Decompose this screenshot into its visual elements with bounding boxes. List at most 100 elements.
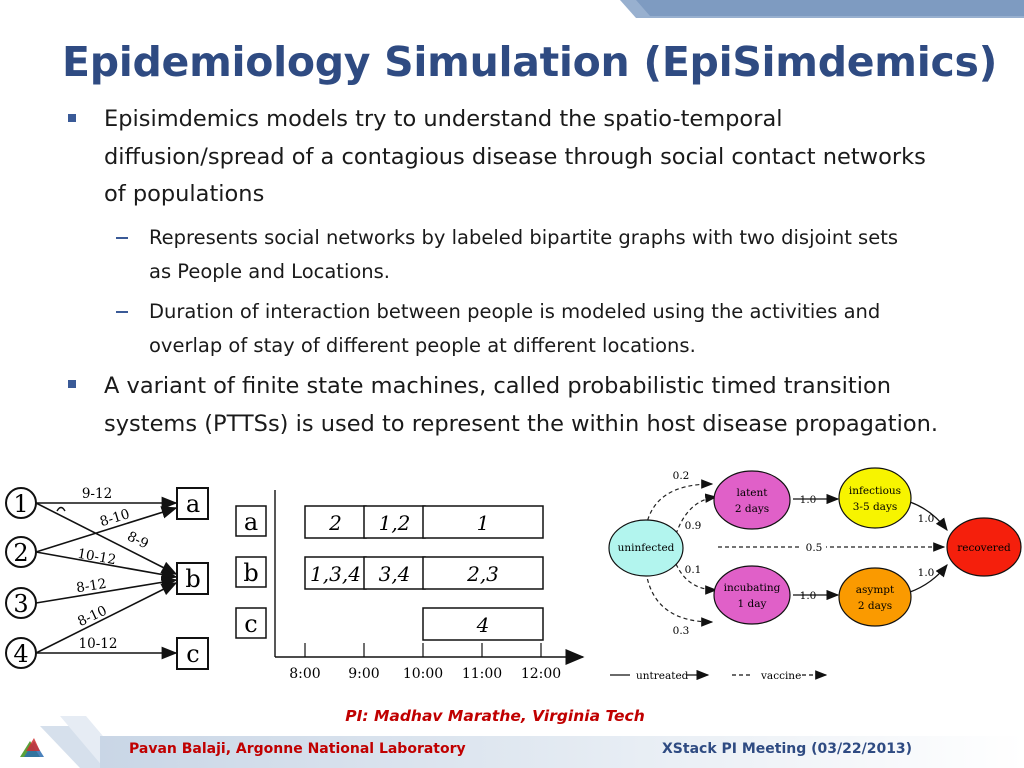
state-recovered: recovered xyxy=(946,517,1022,577)
slide-title: Epidemiology Simulation (EpiSimdemics) xyxy=(62,38,998,86)
prob-label: 1.0 xyxy=(800,590,817,602)
edge-label: 8-10 xyxy=(75,603,109,630)
prob-label: 0.2 xyxy=(673,470,690,482)
state-label: asympt xyxy=(856,584,895,596)
location-label: b xyxy=(185,565,200,593)
prob-label: 0.3 xyxy=(673,625,690,637)
person-label: 3 xyxy=(13,590,28,618)
person-label: 2 xyxy=(13,539,28,567)
edge-3-b xyxy=(35,576,178,604)
edge-label: 8-12 xyxy=(75,576,107,597)
time-tick-label: 9:00 xyxy=(348,666,379,682)
sub-bullet-2: Duration of interaction between people i… xyxy=(149,295,979,362)
bullet-2-line-1: A variant of finite state machines, call… xyxy=(104,373,892,399)
sub-bullet-marker xyxy=(116,237,128,239)
sub-bullet-1: Represents social networks by labeled bi… xyxy=(149,221,979,288)
bipartite-graph: 9-12 8-10 8-9 10-12 8-12 8-10 10-12 1 2 … xyxy=(5,486,209,670)
edge-label: 10-12 xyxy=(79,636,118,652)
edge-label: 8-9 xyxy=(124,528,151,552)
person-node-4: 4 xyxy=(5,637,37,669)
edge-label: 10-12 xyxy=(76,546,117,569)
edge-4-b xyxy=(35,582,178,654)
row-label-c: c xyxy=(235,607,267,639)
person-node-2: 2 xyxy=(5,536,37,568)
prob-label: 1.0 xyxy=(800,494,817,506)
state-uninfected: uninfected xyxy=(608,519,684,577)
row-label-b: b xyxy=(235,556,267,588)
person-label: 4 xyxy=(13,640,28,668)
legend-dashed-label: vaccine xyxy=(760,670,801,682)
prob-label: 0.9 xyxy=(685,520,702,532)
state-label: incubating xyxy=(724,582,781,594)
row-label-text: a xyxy=(244,508,258,536)
bullet-1: Episimdemics models try to understand th… xyxy=(104,101,984,214)
bullet-marker xyxy=(68,114,76,122)
timeline-segment xyxy=(422,556,544,590)
timeline-segment-label: 4 xyxy=(476,613,490,637)
state-latent: latent 2 days xyxy=(713,470,791,530)
prob-label: 0.1 xyxy=(685,564,702,576)
footer-decoration xyxy=(20,716,1024,768)
state-incubating: incubating 1 day xyxy=(713,565,791,625)
location-node-c: c xyxy=(176,637,209,670)
row-label-text: c xyxy=(244,610,257,638)
footer-author: Pavan Balaji, Argonne National Laborator… xyxy=(129,741,466,757)
prob-label: 1.0 xyxy=(918,513,935,525)
bullet-marker xyxy=(68,380,76,388)
location-node-b: b xyxy=(176,562,209,595)
timeline-segment-label: 3,4 xyxy=(379,562,411,586)
state-label: uninfected xyxy=(618,542,675,554)
person-node-3: 3 xyxy=(5,587,37,619)
edge-1-b xyxy=(35,502,178,575)
location-label: a xyxy=(186,490,200,518)
ptts-diagram: 0.2 0.9 1.0 1.0 0.5 0.1 1.0 1.0 0.3 unin… xyxy=(608,467,1022,682)
prob-label: 0.5 xyxy=(806,542,823,554)
edge-crossing xyxy=(56,506,66,512)
timeline-segment-label: 1 xyxy=(477,511,490,535)
bullet-1-line-2: diffusion/spread of a contagious disease… xyxy=(104,143,926,170)
bullet-1-line-1: Episimdemics models try to understand th… xyxy=(104,106,783,132)
timeline-segment xyxy=(422,505,544,539)
legend-solid-label: untreated xyxy=(636,670,689,682)
timeline-segment xyxy=(422,607,544,641)
timeline-segment-label: 2 xyxy=(328,511,342,535)
time-tick-label: 8:00 xyxy=(289,666,320,682)
timeline-segment xyxy=(363,505,426,539)
row-label-a: a xyxy=(235,505,267,537)
state-label: infectious xyxy=(849,485,901,497)
ptts-legend: untreated vaccine xyxy=(610,669,828,682)
bullet-1-line-3: of populations xyxy=(104,181,265,207)
prob-label: 1.0 xyxy=(918,567,935,579)
arc-asympt-recovered xyxy=(909,563,948,593)
edge-label: 9-12 xyxy=(82,486,112,502)
arc-self-top xyxy=(645,479,714,528)
state-asympt: asympt 2 days xyxy=(838,567,912,627)
sub-bullet-1-line-1: Represents social networks by labeled bi… xyxy=(149,226,899,249)
location-label: c xyxy=(186,640,199,668)
location-node-a: a xyxy=(176,487,209,520)
state-duration: 2 days xyxy=(858,600,892,612)
prob-label-bg xyxy=(802,540,826,553)
person-label: 1 xyxy=(13,490,28,518)
state-infectious: infectious 3-5 days xyxy=(838,467,912,529)
pi-credit: PI: Madhav Marathe, Virginia Tech xyxy=(345,707,645,725)
arc-to-latent xyxy=(675,493,718,535)
edge-2-b xyxy=(35,551,178,581)
sub-bullet-2-line-2: overlap of stay of different people at d… xyxy=(149,333,696,357)
edge-2-a xyxy=(35,506,178,553)
arc-infectious-recovered xyxy=(909,501,948,532)
footer-meeting: XStack PI Meeting (03/22/2013) xyxy=(662,741,913,757)
bullet-2: A variant of finite state machines, call… xyxy=(104,368,984,443)
time-tick-label: 10:00 xyxy=(403,666,443,682)
state-duration: 2 days xyxy=(735,503,769,515)
sub-bullet-1-line-2: as People and Locations. xyxy=(149,259,391,283)
timeline-segment-label: 1,3,4 xyxy=(310,562,361,586)
timeline-segment-label: 2,3 xyxy=(466,562,499,586)
argonne-logo xyxy=(20,738,44,757)
sub-bullet-2-line-1: Duration of interaction between people i… xyxy=(149,300,881,323)
person-node-1: 1 xyxy=(5,487,37,519)
time-tick-label: 11:00 xyxy=(462,666,502,682)
